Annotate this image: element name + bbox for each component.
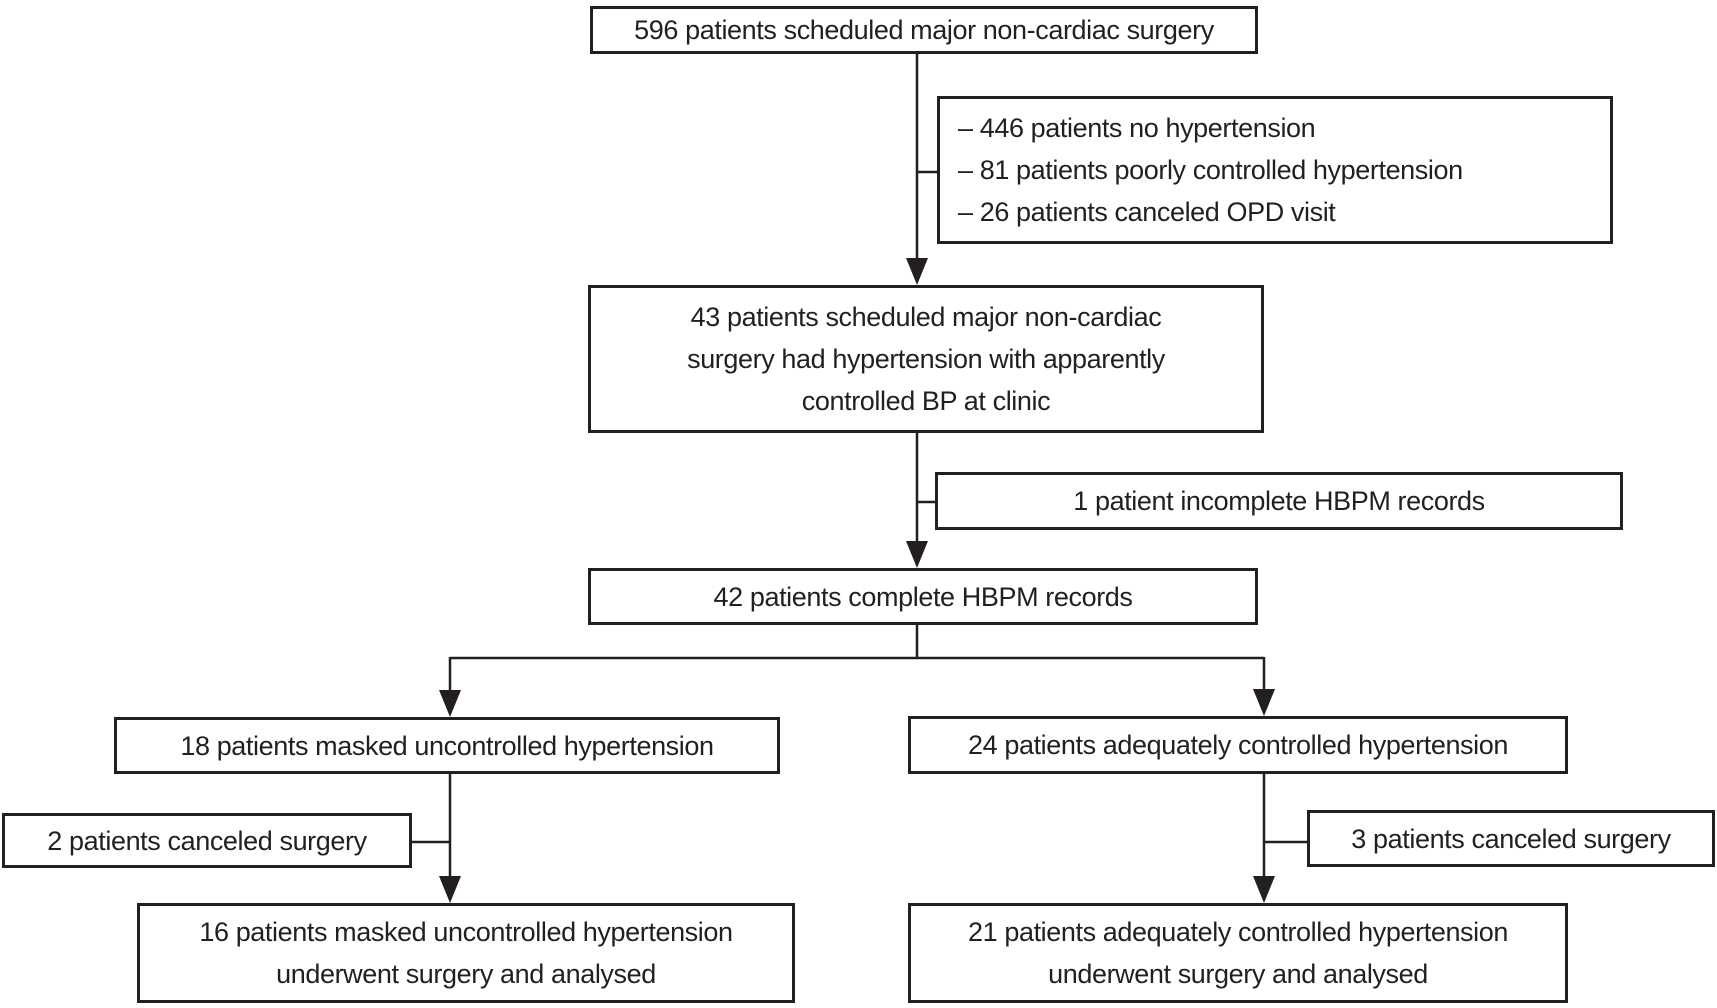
- node-masked-uncontrolled: 18 patients masked uncontrolled hyperten…: [114, 717, 780, 774]
- node-canceled-masked: 2 patients canceled surgery: [2, 813, 412, 868]
- arrowhead-to-masked-analysed: [439, 876, 461, 903]
- node-complete-hbpm: 42 patients complete HBPM records: [588, 568, 1258, 625]
- arrowhead-to-masked: [439, 690, 461, 717]
- node-total-patients: 596 patients scheduled major non-cardiac…: [590, 6, 1258, 54]
- exclusion-item: – 446 patients no hypertension: [958, 113, 1316, 143]
- arrowhead-to-complete: [906, 541, 928, 568]
- exclusion-item: – 26 patients canceled OPD visit: [958, 197, 1336, 227]
- node-adequate-analysed: 21 patients adequately controlled hypert…: [908, 903, 1568, 1003]
- arrowhead-to-clinic: [906, 258, 928, 285]
- exclusions-initial-list: – 446 patients no hypertension – 81 pati…: [958, 107, 1463, 233]
- arrowhead-to-adequate: [1253, 689, 1275, 716]
- node-masked-analysed: 16 patients masked uncontrolled hyperten…: [137, 903, 795, 1003]
- exclusion-item: – 81 patients poorly controlled hyperten…: [958, 155, 1463, 185]
- node-controlled-clinic: 43 patients scheduled major non-cardiac …: [588, 285, 1264, 433]
- node-incomplete-hbpm: 1 patient incomplete HBPM records: [935, 472, 1623, 530]
- arrowhead-to-adequate-analysed: [1253, 876, 1275, 903]
- node-adequately-controlled: 24 patients adequately controlled hypert…: [908, 716, 1568, 774]
- node-exclusions-initial: – 446 patients no hypertension – 81 pati…: [937, 96, 1613, 244]
- node-canceled-adequate: 3 patients canceled surgery: [1307, 810, 1715, 867]
